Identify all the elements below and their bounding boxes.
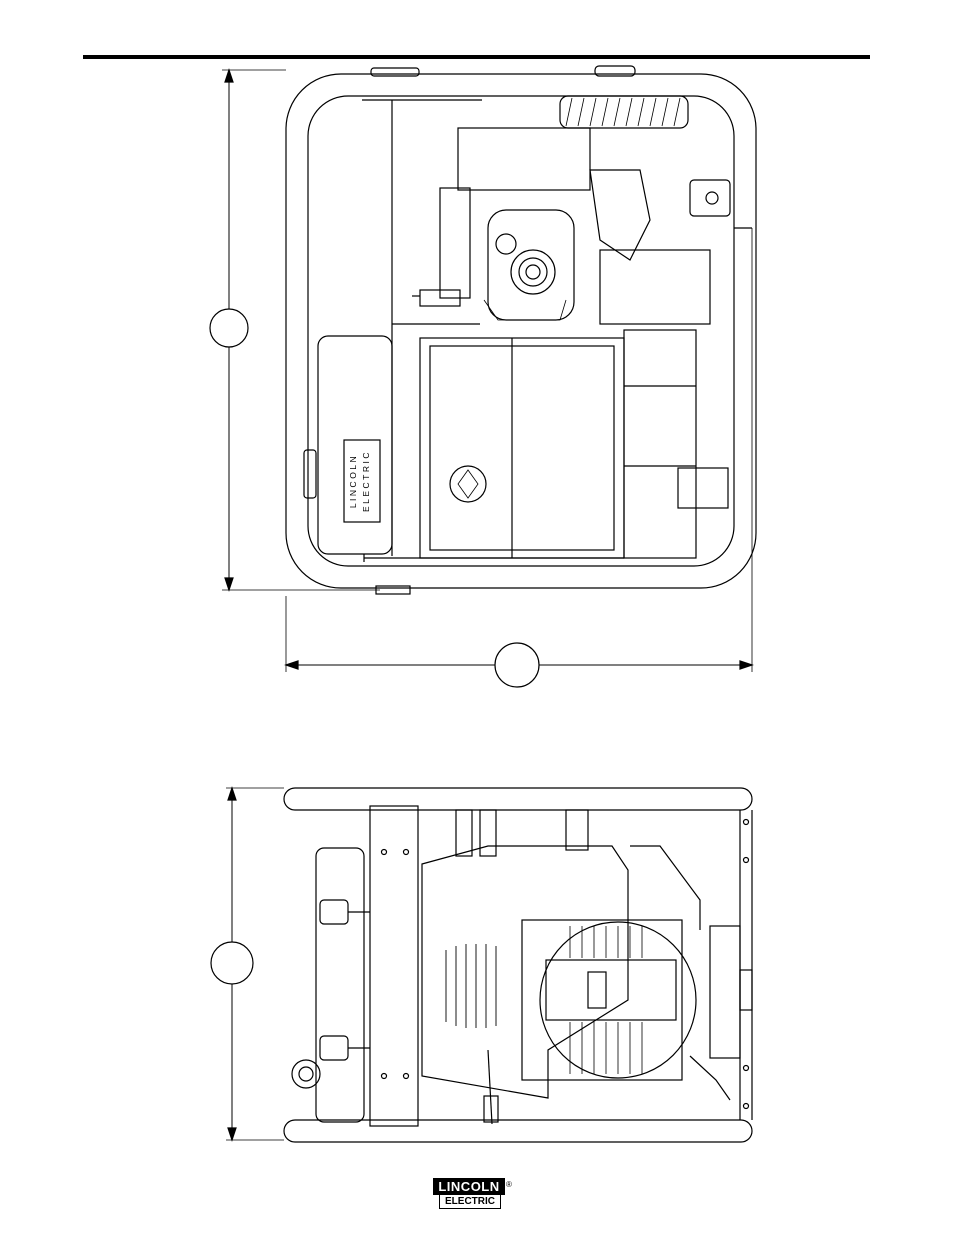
side-view-height-callout	[211, 942, 253, 984]
side-view	[211, 788, 752, 1142]
frame-rail-top	[284, 788, 752, 810]
engine-cap	[496, 234, 516, 254]
frame-end-left	[316, 848, 364, 1122]
generator-cap	[450, 466, 486, 502]
logo-top-text: LINCOLN	[433, 1178, 505, 1195]
carburetor	[590, 170, 650, 260]
cooling-fins	[446, 944, 496, 1028]
frame-rail-bottom	[284, 1120, 752, 1142]
latch	[304, 450, 316, 498]
top-view-frame-outer	[286, 74, 756, 588]
engine-cover	[458, 128, 590, 190]
air-filter	[560, 96, 688, 128]
engine-fan-grill	[511, 250, 555, 294]
fuel-tank-outline	[318, 336, 392, 554]
logo-bottom-text: ELECTRIC	[439, 1194, 501, 1209]
end-bracket	[624, 330, 696, 558]
generator-housing	[420, 338, 624, 558]
lift-tab	[371, 68, 419, 76]
nameplate-line2: ELECTRIC	[361, 450, 371, 512]
lincoln-electric-logo: LINCOLN ELECTRIC ®	[433, 1178, 513, 1210]
switch-lower	[320, 1036, 348, 1060]
top-view-width-callout	[495, 643, 539, 687]
terminal-block	[678, 468, 728, 508]
top-view-frame-inner	[308, 96, 734, 566]
mounting-plate	[370, 806, 418, 1126]
output-panel	[710, 926, 740, 1058]
registered-mark: ®	[506, 1180, 512, 1189]
nameplate-line1: LINCOLN	[348, 454, 358, 508]
top-view-height-callout	[210, 309, 248, 347]
top-view	[210, 66, 756, 687]
switch-upper	[320, 900, 348, 924]
muffler-flange	[690, 180, 730, 216]
